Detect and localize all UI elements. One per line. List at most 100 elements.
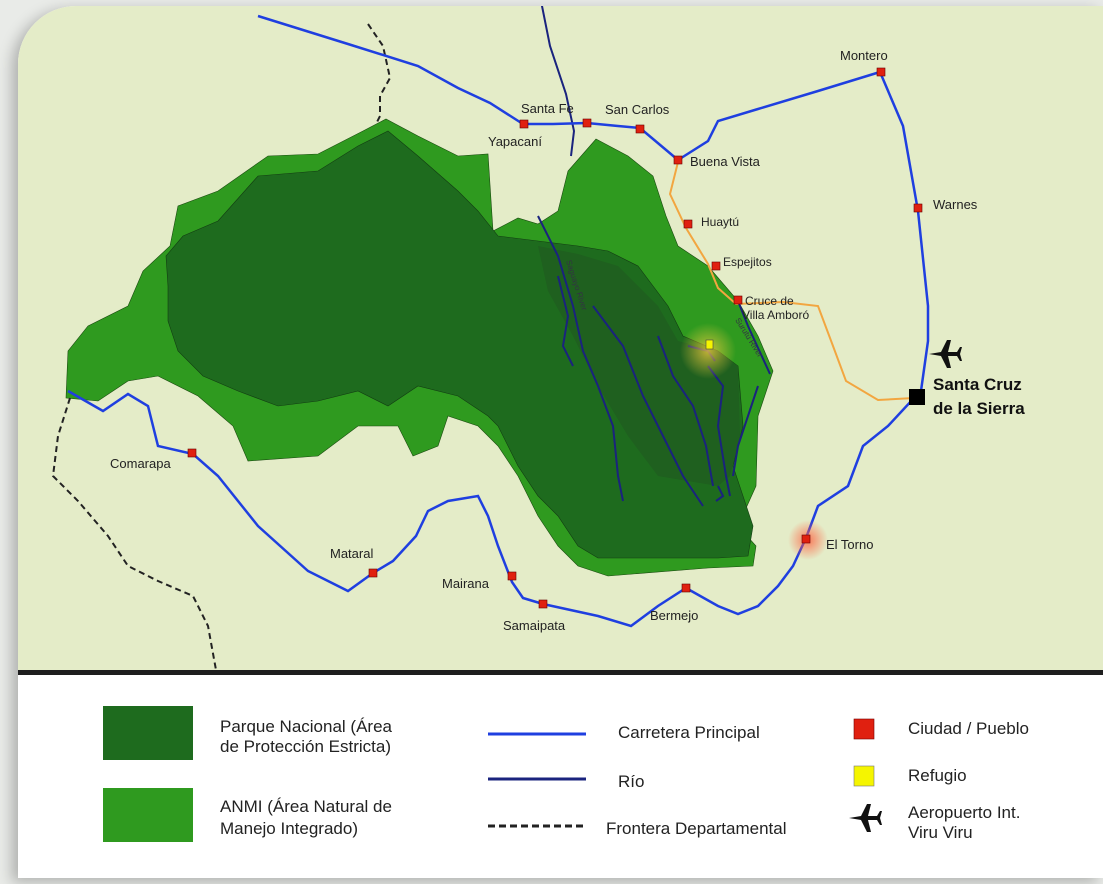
town-el-torno: El Torno: [801, 534, 873, 552]
town-label: Bermejo: [650, 608, 698, 623]
capital-label-line2: de la Sierra: [933, 399, 1025, 418]
town-label: Santa Fe: [521, 101, 574, 116]
capital-label: Santa Cruz: [933, 375, 1022, 394]
town-marker: [538, 599, 548, 609]
river-1: [540, 6, 576, 157]
town-marker: [507, 571, 517, 581]
road-el-torno-bermejo: [542, 537, 808, 628]
airplane-icon: [849, 804, 882, 832]
red-square-icon: [853, 718, 875, 740]
town-label: Buena Vista: [690, 154, 761, 169]
legend-border: Frontera Departamental: [488, 819, 786, 838]
river-7: [707, 365, 731, 497]
legend-road: Carretera Principal: [488, 723, 760, 742]
refuge-marker: [705, 339, 714, 350]
legend-town: Ciudad / Pueblo: [853, 718, 1029, 740]
town-label-line2: Villa Amboró: [742, 308, 809, 322]
town-marker: [519, 119, 529, 129]
town-samaipata: Samaipata: [503, 599, 566, 633]
river-3: [557, 275, 574, 367]
map-frame: Saguayo River Surutú River Montero Santa…: [18, 6, 1103, 878]
town-yapacani: Yapacaní: [488, 134, 542, 149]
road-samaipata-mairana: [372, 494, 544, 606]
town-marker: [673, 155, 683, 165]
legend-airport: Aeropuerto Int. Viru Viru: [849, 803, 1020, 842]
town-label: Warnes: [933, 197, 978, 212]
town-label: San Carlos: [605, 102, 670, 117]
town-santa-fe: Santa Fe: [519, 101, 574, 129]
main-roads: [67, 14, 930, 628]
legend-road-label: Carretera Principal: [618, 723, 760, 742]
town-marker: [711, 261, 721, 271]
town-mataral: Mataral: [330, 546, 378, 578]
town-marker: [187, 448, 197, 458]
secondary-road: [668, 161, 915, 402]
town-marker: [801, 534, 811, 544]
park-valley: [538, 246, 740, 486]
town-marker: [681, 583, 691, 593]
legend-anmi-label: ANMI (Área Natural de: [220, 797, 392, 816]
river-5: [657, 335, 714, 487]
legend-border-label: Frontera Departamental: [606, 819, 786, 838]
town-buena-vista: Buena Vista: [673, 154, 761, 169]
border-north: [367, 23, 392, 125]
rivers: [537, 6, 771, 507]
map-legend-divider: [18, 670, 1103, 675]
town-cruce-villa-amboro: Cruce de Villa Amboró: [733, 294, 809, 322]
town-marker: [368, 568, 378, 578]
town-marker: [635, 124, 645, 134]
road-buena-vista-montero: [677, 70, 881, 162]
town-montero: Montero: [840, 48, 888, 77]
legend-park: Parque Nacional (Área de Protección Estr…: [103, 706, 393, 760]
legend-park-swatch: [103, 706, 193, 760]
legend-anmi-swatch: [103, 788, 193, 842]
legend-river-label: Río: [618, 772, 644, 791]
town-marker: [733, 295, 743, 305]
legend-anmi-label-line2: Manejo Integrado): [220, 819, 358, 838]
town-san-carlos: San Carlos: [582, 102, 670, 134]
legend-refuge: Refugio: [853, 765, 967, 787]
park-region: [165, 130, 754, 559]
town-label: Espejitos: [723, 255, 772, 269]
road-santa-cruz-el-torno: [804, 397, 915, 539]
refuge-glow: [680, 323, 736, 379]
town-label: Mairana: [442, 576, 490, 591]
town-comarapa: Comarapa: [110, 448, 197, 471]
town-label: Montero: [840, 48, 888, 63]
legend-park-label-line2: de Protección Estricta): [220, 737, 391, 756]
river-8: [732, 385, 759, 477]
river-4: [592, 305, 704, 507]
legend-airport-label: Aeropuerto Int.: [908, 803, 1020, 822]
town-label: Comarapa: [110, 456, 171, 471]
legend: Parque Nacional (Área de Protección Estr…: [103, 706, 1029, 842]
legend-refuge-label: Refugio: [908, 766, 967, 785]
towns: Montero Santa Fe San Carlos Yapacaní Bue…: [110, 48, 978, 633]
town-label: Yapacaní: [488, 134, 542, 149]
town-label: Samaipata: [503, 618, 566, 633]
town-huaytu: Huaytú: [683, 215, 739, 229]
yellow-square-icon: [853, 765, 875, 787]
legend-town-label: Ciudad / Pueblo: [908, 719, 1029, 738]
legend-anmi: ANMI (Área Natural de Manejo Integrado): [103, 788, 392, 842]
town-marker: [876, 67, 886, 77]
town-label: Cruce de: [745, 294, 794, 308]
legend-airport-label-line2: Viru Viru: [908, 823, 973, 842]
legend-park-label: Parque Nacional (Área: [220, 717, 393, 736]
town-label: El Torno: [826, 537, 873, 552]
town-marker: [582, 118, 592, 128]
town-mairana: Mairana: [442, 571, 517, 591]
town-label: Huaytú: [701, 215, 739, 229]
town-marker: [913, 203, 923, 213]
legend-river: Río: [488, 772, 644, 791]
town-warnes: Warnes: [913, 197, 978, 213]
river-10: [737, 300, 771, 375]
department-border: [51, 23, 392, 670]
map-canvas: Saguayo River Surutú River Montero Santa…: [18, 6, 1103, 842]
town-label: Mataral: [330, 546, 373, 561]
town-espejitos: Espejitos: [711, 255, 772, 271]
airplane-icon: [929, 340, 962, 368]
road-montero-santa-cruz: [878, 71, 930, 399]
border-west: [51, 397, 217, 670]
river-9: [715, 485, 725, 502]
town-bermejo: Bermejo: [650, 583, 698, 623]
